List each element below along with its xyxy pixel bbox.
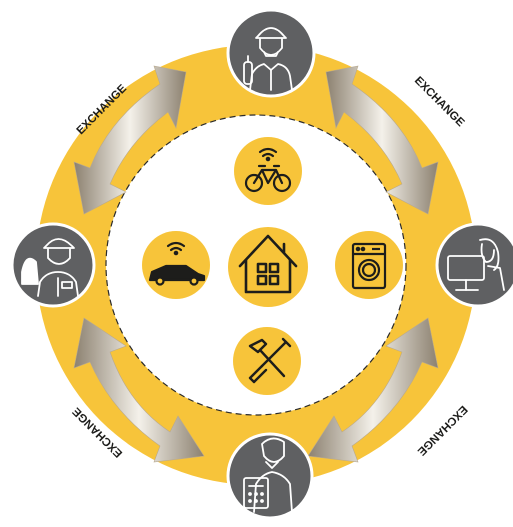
- worker-with-tools-icon: [243, 27, 293, 91]
- person-node-bottom: [226, 432, 314, 520]
- woman-at-computer-icon: [447, 238, 505, 291]
- connected-bicycle-icon: [244, 147, 292, 193]
- worker-with-helmet-icon: [21, 238, 79, 297]
- item-tools: [233, 327, 301, 395]
- item-bicycle: [234, 137, 302, 205]
- hammer-screwdriver-icon: [248, 337, 292, 384]
- exchange-arrow-bottom-left: [73, 317, 205, 463]
- item-washing-machine: [335, 231, 403, 299]
- person-node-top: [226, 8, 316, 98]
- connected-car-icon: [148, 241, 206, 286]
- item-house: [228, 227, 308, 307]
- exchange-arrow-top-right: [325, 65, 439, 215]
- man-with-calculator-icon: [243, 437, 293, 513]
- washing-machine-icon: [351, 242, 387, 290]
- exchange-label-bottom-right: EXCHANGE: [415, 403, 470, 458]
- item-car: [142, 231, 210, 299]
- house-icon: [238, 234, 298, 294]
- person-node-right: [435, 222, 513, 308]
- exchange-arrow-top-left: [73, 65, 187, 215]
- dashed-circle: [105, 114, 407, 416]
- person-node-left: [10, 222, 96, 308]
